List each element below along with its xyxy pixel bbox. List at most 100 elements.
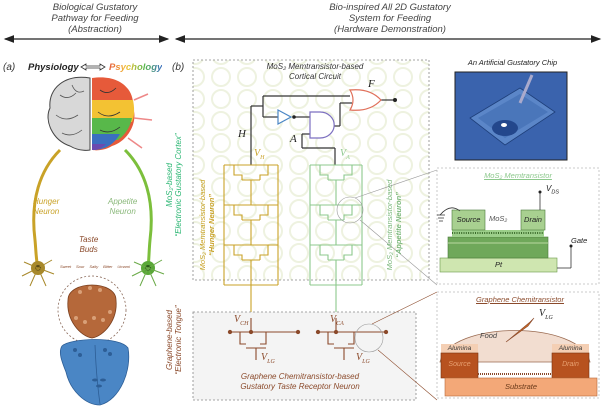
cortical-circuit-title: MoS₂ Memtransistor-based Cortical Circui… bbox=[245, 62, 385, 82]
panel-b-label: (b) bbox=[172, 62, 185, 73]
memtransistor-title: MoS₂ Memtransistor bbox=[484, 171, 552, 180]
double-arrow-icon bbox=[80, 63, 106, 71]
VLG-label-right: VLG bbox=[356, 352, 370, 365]
chemi-vlg-main: V bbox=[539, 308, 546, 319]
cortical-circuit-title-line: MoS₂ Memtransistor-based bbox=[266, 62, 364, 71]
header-right-line: (Hardware Demonstration) bbox=[334, 24, 446, 35]
VA-sub: A bbox=[346, 155, 350, 161]
VCH-label: VCH bbox=[234, 314, 248, 327]
receptor-circuit-left bbox=[227, 318, 301, 360]
taste-umami: Umami bbox=[117, 264, 130, 269]
chemi-vlg-sub: LG bbox=[545, 315, 553, 321]
substrate-label: Substrate bbox=[504, 382, 538, 391]
memtransistor-drain: Drain bbox=[524, 215, 542, 224]
hunger-neuron-circuit bbox=[223, 164, 279, 315]
and-gate-icon bbox=[309, 111, 335, 139]
hunger-neuron-label-line: Neuron bbox=[33, 207, 60, 216]
cortical-circuit-title-line: Cortical Circuit bbox=[288, 72, 341, 81]
VA-main: V bbox=[340, 148, 347, 159]
hunger-circuit-label-line: “Hunger Neuron” bbox=[207, 193, 216, 257]
logic-A-label: A bbox=[290, 133, 297, 145]
header-right-line: Bio-inspired All 2D Gustatory bbox=[329, 2, 451, 13]
tongue-side-label-line: Graphene-based bbox=[165, 309, 174, 371]
VLG-sub: LG bbox=[267, 359, 275, 365]
hunger-neuron-circuit-label: MoS₂ Memtransistor-based “Hunger Neuron” bbox=[198, 170, 216, 280]
receptor-title-line: Graphene Chemitransistor-based bbox=[240, 372, 360, 381]
taste-buds-label-line: Buds bbox=[79, 245, 98, 254]
header-left-line: Pathway for Feeding bbox=[51, 13, 139, 24]
chip-photo bbox=[454, 71, 568, 161]
food-label: Food bbox=[480, 331, 498, 340]
VH-main: V bbox=[254, 148, 261, 159]
psychology-label: Psychology bbox=[109, 62, 163, 73]
tongue-side-label-line: “Electronic Tongue” bbox=[174, 305, 183, 375]
receptor-circuit-right bbox=[315, 318, 389, 360]
VLG-main: V bbox=[356, 352, 363, 363]
cortex-side-label: MoS₂-based “Electronic Gustatory Cortex” bbox=[165, 130, 183, 240]
VCA-main: V bbox=[330, 314, 337, 325]
header-left-line: Biological Gustatory bbox=[52, 2, 138, 13]
appetite-neuron-label-line: Appetite bbox=[108, 197, 138, 206]
alumina-right-label: Alumina bbox=[558, 345, 583, 352]
logic-F-label: F bbox=[368, 78, 375, 90]
cortical-circuit-box bbox=[192, 59, 430, 281]
zoom-lines-chemitransistor bbox=[371, 291, 438, 401]
hunger-neuron-label-line: Hunger bbox=[33, 197, 60, 206]
VA-label: VA bbox=[340, 148, 350, 161]
VLG-label-left: VLG bbox=[261, 352, 275, 365]
receptor-box bbox=[192, 311, 417, 401]
memtransistor-source: Source bbox=[456, 215, 481, 224]
VLG-main: V bbox=[261, 352, 268, 363]
cortex-side-label-line: “Electronic Gustatory Cortex” bbox=[174, 133, 183, 237]
appetite-neuron-label-line: Neuron bbox=[109, 207, 136, 216]
chemitransistor-title: Graphene Chemitransistor bbox=[476, 295, 564, 304]
header-left-line: (Abstraction) bbox=[68, 24, 122, 35]
memtransistor-device bbox=[437, 190, 573, 273]
chemi-source-label: Source bbox=[448, 361, 471, 368]
logic-circuit bbox=[250, 95, 395, 165]
physiology-label: Physiology bbox=[28, 62, 79, 73]
VH-label: VH bbox=[254, 148, 264, 161]
hunger-circuit-label-line: MoS₂ Memtransistor-based bbox=[198, 179, 207, 271]
taste-sour: Sour bbox=[76, 264, 85, 269]
appetite-circuit-label-line: “Appetite Neuron” bbox=[394, 192, 403, 258]
receptor-title: Graphene Chemitransistor-based Gustatory… bbox=[220, 372, 380, 392]
logic-H-label: H bbox=[238, 128, 246, 140]
chip-title: An Artificial Gustatory Chip bbox=[467, 58, 558, 67]
taste-buds-label-line: Taste bbox=[79, 235, 99, 244]
pt-label: Pt bbox=[494, 260, 503, 269]
appetite-neuron-illustration bbox=[123, 148, 165, 287]
tongue-side-label: Graphene-based “Electronic Tongue” bbox=[165, 295, 183, 385]
brain-illustration bbox=[47, 76, 153, 151]
taste-bud-illustration bbox=[57, 275, 127, 345]
hunger-neuron-label: Hunger Neuron bbox=[33, 197, 59, 217]
tongue-illustration bbox=[59, 339, 130, 406]
appetite-neuron-circuit bbox=[309, 164, 364, 315]
not-gate-icon bbox=[277, 108, 296, 126]
output-node bbox=[393, 98, 397, 102]
header-left: Biological Gustatory Pathway for Feeding… bbox=[30, 2, 160, 35]
chemi-drain-label: Drain bbox=[562, 361, 579, 368]
VCH-sub: CH bbox=[240, 321, 249, 327]
appetite-neuron-circuit-label: MoS₂ Memtransistor-based “Appetite Neuro… bbox=[385, 170, 403, 280]
taste-sweet: Sweet bbox=[60, 264, 72, 269]
VH-sub: H bbox=[260, 155, 265, 161]
VCA-label: VCA bbox=[330, 314, 344, 327]
taste-buds-label: Taste Buds bbox=[79, 235, 98, 255]
header-right: Bio-inspired All 2D Gustatory System for… bbox=[310, 2, 470, 35]
VLG-sub: LG bbox=[362, 359, 370, 365]
header-right-line: System for Feeding bbox=[348, 13, 432, 24]
receptor-title-line: Gustatory Taste Receptor Neuron bbox=[240, 382, 360, 391]
memtransistor-channel: MoS₂ bbox=[489, 214, 508, 223]
hunger-neuron-illustration bbox=[21, 148, 62, 287]
zoom-lines-memtransistor bbox=[354, 169, 438, 286]
taste-types: Sweet Sour Salty Bitter Umami bbox=[60, 264, 130, 269]
or-gate-icon bbox=[348, 89, 382, 111]
taste-salty: Salty bbox=[89, 264, 99, 269]
appetite-neuron-label: Appetite Neuron bbox=[108, 197, 137, 217]
VCH-main: V bbox=[234, 314, 241, 325]
vds-sub: DS bbox=[551, 189, 559, 196]
chemitransistor-device bbox=[439, 317, 598, 397]
taste-bitter: Bitter bbox=[103, 264, 113, 269]
